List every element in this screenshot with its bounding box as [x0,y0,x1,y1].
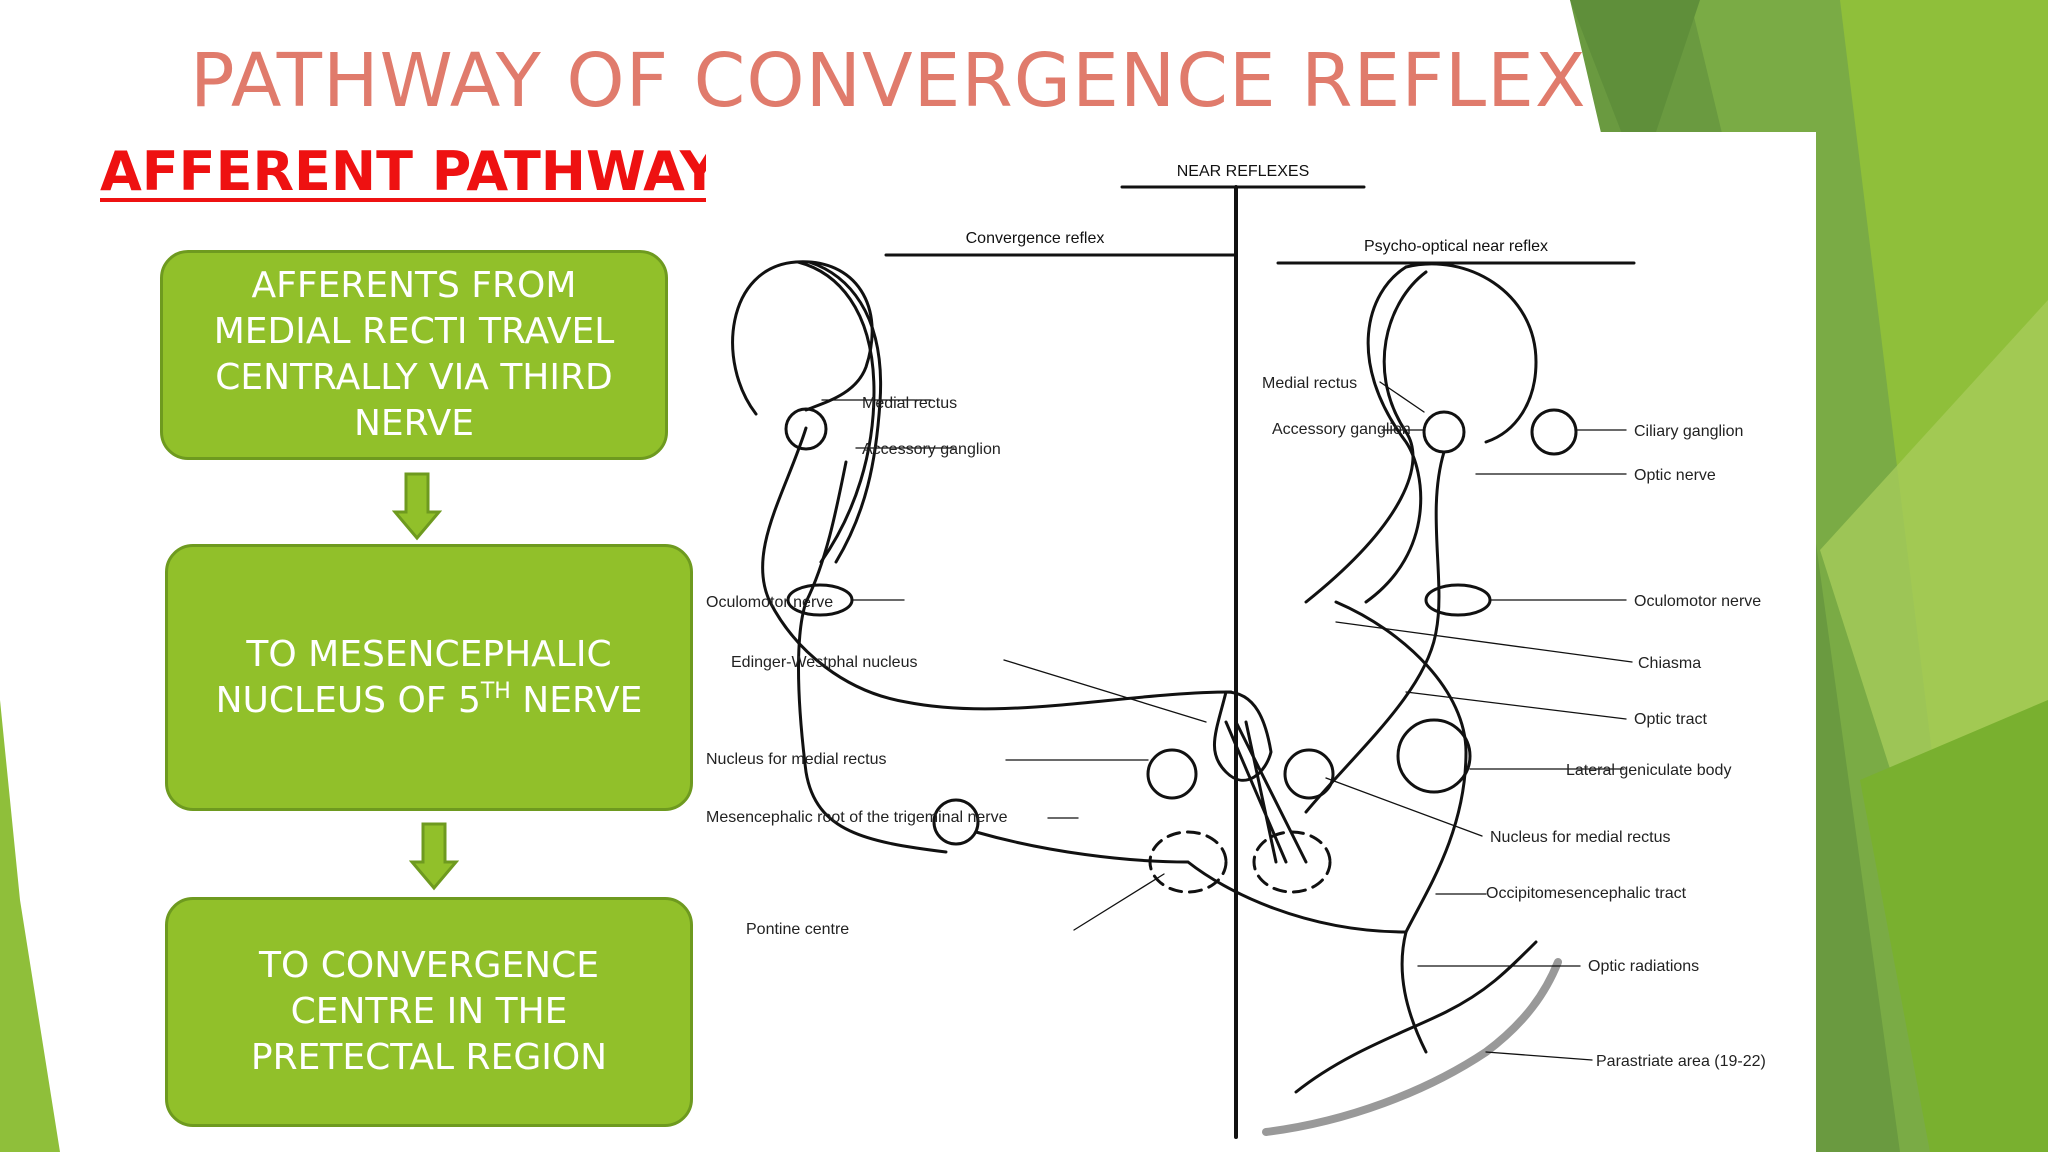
flow-box-afferents: AFFERENTS FROM MEDIAL RECTI TRAVEL CENTR… [160,250,668,460]
label-oculomotor-nerve-right: Oculomotor nerve [1634,593,1761,610]
accessory-ganglion-right [1422,410,1466,454]
label-edinger-westphal: Edinger-Westphal nucleus [731,654,917,671]
convergence-pathway-diagram: NEAR REFLEXES Convergence reflex Psycho-… [706,163,1766,1139]
label-occipitomesencephalic: Occipitomesencephalic tract [1486,885,1687,902]
left-eye-nerve-2 [807,260,883,564]
diagram-header: NEAR REFLEXES [1177,163,1309,180]
flow-box-mesencephalic-end: NERVE [510,679,643,721]
edinger-westphal-nucleus [1212,690,1273,782]
label-accessory-ganglion-right: Accessory ganglion [1272,421,1411,438]
label-chiasma: Chiasma [1638,655,1701,672]
trigeminal-path [974,830,1408,934]
nucleus-medial-rectus-left [1146,748,1198,800]
label-medial-rectus-right: Medial rectus [1262,375,1357,392]
right-eye-globe [1404,262,1538,444]
oculomotor-nerve-ring-right [1424,583,1492,617]
down-arrow-icon [409,822,459,891]
label-medial-rectus-left: Medial rectus [862,395,957,412]
ciliary-ganglion [1530,408,1578,456]
label-optic-tract: Optic tract [1634,711,1707,728]
lateral-geniculate-body [1396,718,1472,794]
label-mesencephalic-root: Mesencephalic root of the trigeminal ner… [706,809,1008,826]
parastriate-cortex [1262,958,1562,1136]
right-header: Psycho-optical near reflex [1364,238,1548,255]
page-title: PATHWAY OF CONVERGENCE REFLEX [190,38,1587,124]
flow-box-mesencephalic-sup: TH [480,678,511,704]
right-eye-nerve [1364,265,1423,604]
flow-box-mesencephalic: TO MESENCEPHALIC NUCLEUS OF 5TH NERVE [165,544,693,811]
label-ciliary-ganglion: Ciliary ganglion [1634,423,1743,440]
down-arrow-icon [392,472,442,541]
optic-radiation-path [1334,600,1468,1054]
label-nucleus-medial-rectus-right: Nucleus for medial rectus [1490,829,1671,846]
flow-box-mesencephalic-main: TO MESENCEPHALIC NUCLEUS OF 5 [215,633,612,721]
label-oculomotor-nerve-left: Oculomotor nerve [706,594,833,611]
left-header: Convergence reflex [966,230,1105,247]
right-eye-nerve-2 [1304,270,1428,604]
nucleus-medial-rectus-right [1283,748,1335,800]
label-optic-nerve: Optic nerve [1634,467,1716,484]
left-oculomotor-path [761,426,1233,711]
nuclear-connections [1224,720,1308,864]
left-eye-globe [731,260,874,416]
pontine-centre-right [1252,830,1332,894]
label-nucleus-medial-rectus-left: Nucleus for medial rectus [706,751,887,768]
label-accessory-ganglion-left: Accessory ganglion [862,441,1001,458]
flow-box-convergence-centre: TO CONVERGENCE CENTRE IN THE PRETECTAL R… [165,897,693,1127]
left-eye-nerve [796,260,876,564]
mesencephalic-root-nucleus [932,798,980,846]
left-afferent-path [797,460,948,854]
occipital-cortex-line [1294,940,1538,1094]
label-pontine-centre: Pontine centre [746,921,849,938]
leader-lines [821,381,1633,1061]
flow-box-convergence-centre-text: TO CONVERGENCE CENTRE IN THE PRETECTAL R… [250,945,608,1078]
diagram-panel: NEAR REFLEXES Convergence reflex Psycho-… [706,132,1816,1152]
label-parastriate: Parastriate area (19-22) [1596,1053,1766,1070]
flow-box-afferents-text: AFFERENTS FROM MEDIAL RECTI TRAVEL CENTR… [213,265,615,444]
label-lateral-geniculate: Lateral geniculate body [1566,762,1731,779]
accessory-ganglion-left [784,407,828,451]
right-oculomotor-path [1304,450,1446,814]
label-optic-radiations: Optic radiations [1588,958,1699,975]
flow-box-mesencephalic-text: TO MESENCEPHALIC NUCLEUS OF 5TH NERVE [188,632,670,724]
section-subtitle: AFFERENT PATHWAY:- [100,140,759,203]
